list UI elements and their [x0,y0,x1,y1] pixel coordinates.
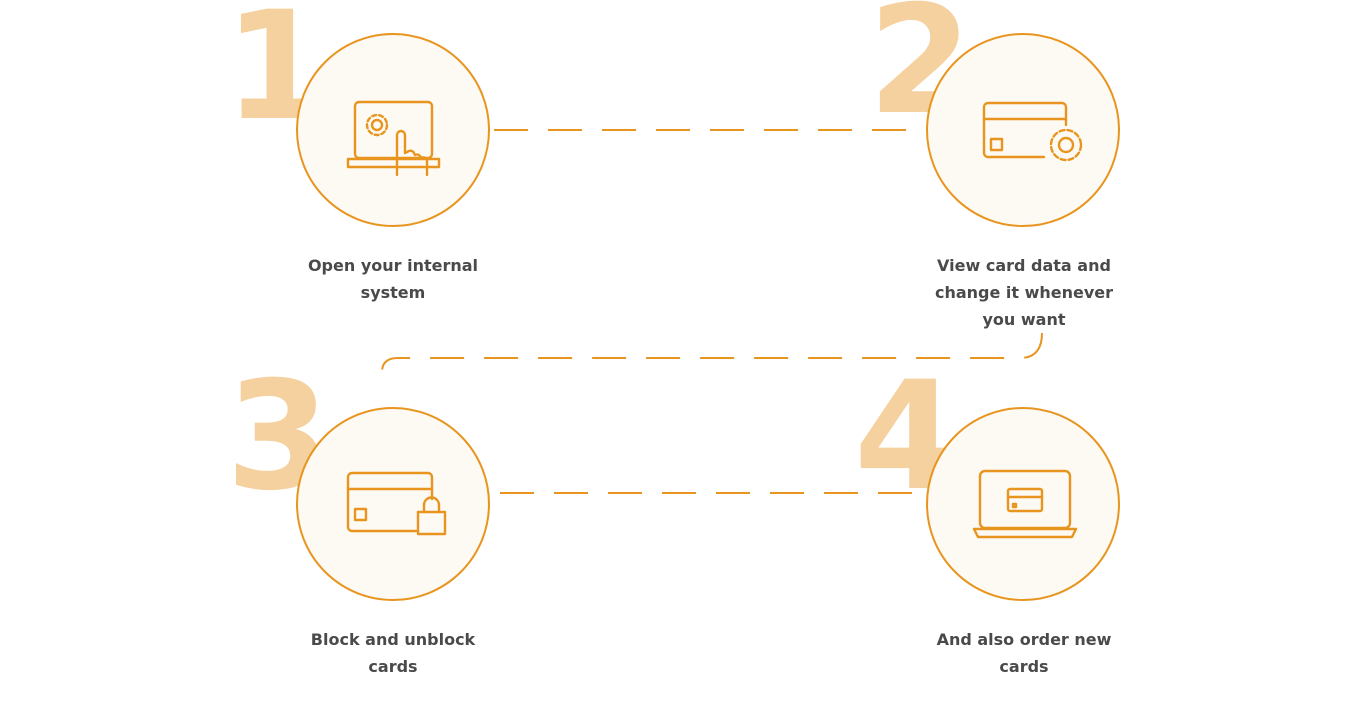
step-1-label: Open your internal system [307,256,479,302]
step-1-circle [296,33,490,227]
step-2-circle [926,33,1120,227]
step-3-label: Block and unblock cards [310,630,476,676]
step-4-circle [926,407,1120,601]
card-gear-icon [982,101,1083,162]
step-3-circle [296,407,490,601]
card-lock-icon [346,471,447,536]
laptop-card-icon [972,469,1078,539]
connector-2-3 [381,332,1043,373]
step-4-label: And also order new cards [936,630,1112,676]
step-2-label: View card data and change it whenever yo… [934,256,1114,329]
laptop-gear-touch-icon [346,100,441,177]
